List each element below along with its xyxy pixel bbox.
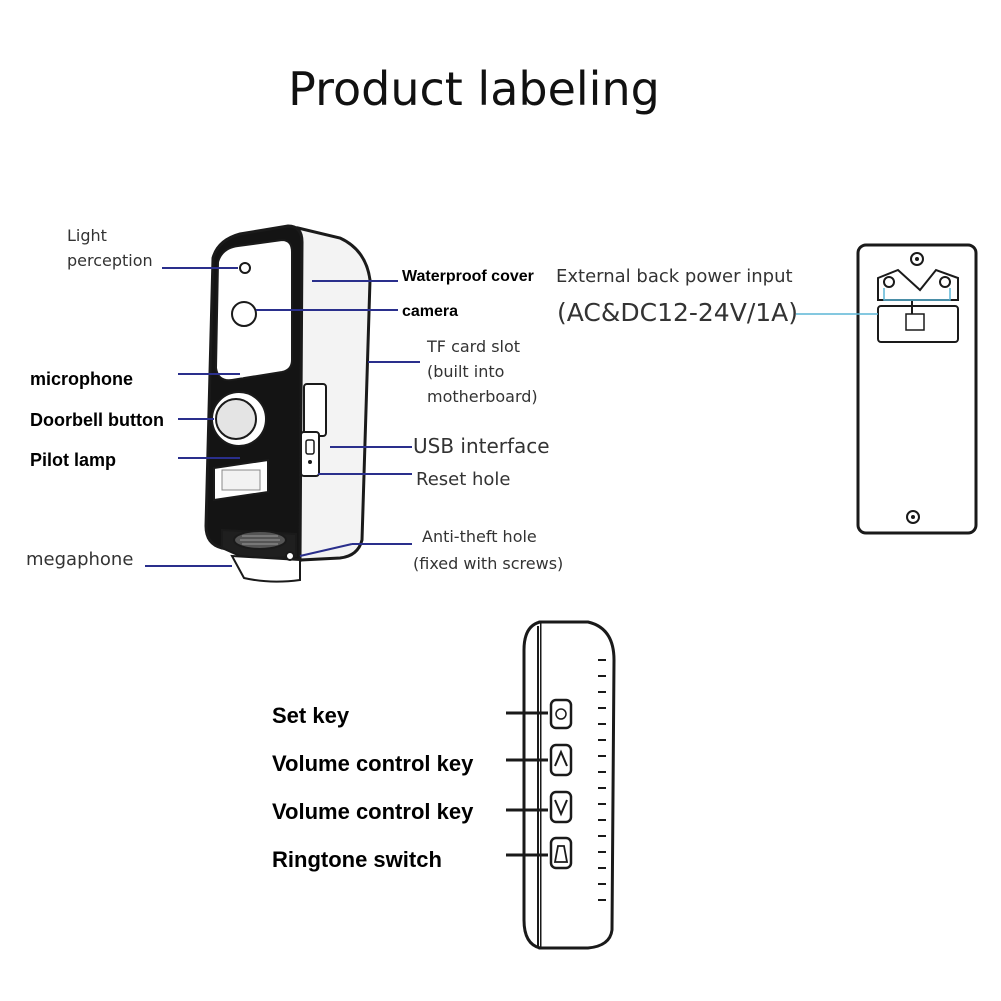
power-input-label: External back power input [556,266,793,287]
tf-card-label-line1: TF card slot [427,337,521,356]
doorbell-button-label: Doorbell button [30,410,164,430]
light-perception-label-line1: Light [67,226,107,245]
back-plate [856,243,978,535]
tf-card-label-line2: (built into [427,362,505,381]
microphone-label: microphone [30,369,134,389]
power-spec-label: (AC&DC12-24V/1A) [557,298,799,327]
doorbell-leader-lines [145,267,420,567]
waterproof-cover-label: Waterproof cover [402,268,534,285]
pilot-lamp-label: Pilot lamp [30,450,117,470]
page-title: Product labeling [288,62,660,116]
megaphone-label: megaphone [26,549,134,570]
usb-interface-label: USB interface [413,434,550,458]
tf-card-label-line3: motherboard) [427,387,538,406]
ringtone-switch-label: Ringtone switch [272,847,442,872]
camera-label: camera [402,303,459,320]
chime-device [522,620,616,950]
anti-theft-label-line2: (fixed with screws) [413,554,564,573]
volume-down-label: Volume control key [272,799,474,824]
volume-up-label: Volume control key [272,751,474,776]
set-key-label: Set key [272,703,350,728]
doorbell-device [204,224,372,583]
reset-hole-label: Reset hole [416,469,511,490]
anti-theft-label-line1: Anti-theft hole [422,527,537,546]
chime-leader-lines [506,711,548,857]
light-perception-label-line2: perception [67,251,153,270]
power-leader-lines [796,288,951,315]
